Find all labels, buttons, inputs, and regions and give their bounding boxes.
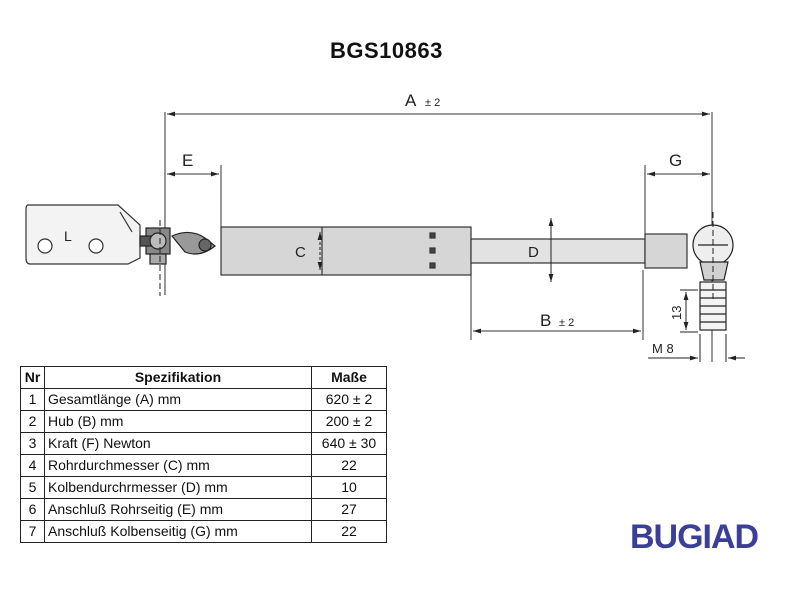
specification-table: Nr Spezifikation Maße 1 Gesamtlänge (A) … — [20, 366, 387, 543]
row-spec: Rohrdurchmesser (C) mm — [44, 454, 312, 477]
row-value: 22 — [311, 454, 387, 477]
row-value: 620 ± 2 — [311, 388, 387, 411]
row-value: 200 ± 2 — [311, 410, 387, 433]
left-connector — [139, 227, 216, 265]
row-nr: 6 — [20, 498, 45, 521]
label-thread: M 8 — [652, 341, 674, 356]
brand-logo: BUGIAD — [630, 518, 759, 556]
row-value: 10 — [311, 476, 387, 499]
row-nr: 4 — [20, 454, 45, 477]
row-value: 27 — [311, 498, 387, 521]
row-nr: 2 — [20, 410, 45, 433]
header-spec: Spezifikation — [44, 366, 312, 389]
row-nr: 7 — [20, 520, 45, 543]
label-E: E — [182, 151, 193, 170]
row-spec: Anschluß Kolbenseitig (G) mm — [44, 520, 312, 543]
row-nr: 1 — [20, 388, 45, 411]
table-row: 7 Anschluß Kolbenseitig (G) mm 22 — [20, 520, 387, 543]
row-value: 22 — [311, 520, 387, 543]
label-A-tolerance: ± 2 — [425, 97, 440, 109]
cylinder-body — [220, 226, 472, 276]
row-spec: Kraft (F) Newton — [44, 432, 312, 455]
table-header-row: Nr Spezifikation Maße — [20, 366, 387, 389]
label-B-tolerance: ± 2 — [559, 317, 574, 329]
label-D: D — [528, 244, 539, 261]
table-row: 6 Anschluß Rohrseitig (E) mm 27 — [20, 498, 387, 521]
label-thread-length: 13 — [669, 306, 684, 320]
table-row: 5 Kolbendurchrmesser (D) mm 10 — [20, 476, 387, 499]
row-value: 640 ± 30 — [311, 432, 387, 455]
header-value: Maße — [311, 366, 387, 389]
label-A: A — [405, 91, 417, 110]
row-spec: Anschluß Rohrseitig (E) mm — [44, 498, 312, 521]
table-row: 2 Hub (B) mm 200 ± 2 — [20, 410, 387, 433]
mounting-bracket — [25, 204, 141, 265]
label-B: B — [540, 311, 551, 330]
label-C: C — [295, 244, 306, 261]
part-number-title: BGS10863 — [330, 38, 443, 63]
header-nr: Nr — [20, 366, 45, 389]
row-spec: Kolbendurchrmesser (D) mm — [44, 476, 312, 499]
table-row: 1 Gesamtlänge (A) mm 620 ± 2 — [20, 388, 387, 411]
table-row: 3 Kraft (F) Newton 640 ± 30 — [20, 432, 387, 455]
row-spec: Hub (B) mm — [44, 410, 312, 433]
label-G: G — [669, 151, 682, 170]
row-nr: 3 — [20, 432, 45, 455]
table-row: 4 Rohrdurchmesser (C) mm 22 — [20, 454, 387, 477]
row-nr: 5 — [20, 476, 45, 499]
label-L: L — [64, 228, 72, 244]
row-spec: Gesamtlänge (A) mm — [44, 388, 312, 411]
piston-rod — [470, 233, 688, 269]
